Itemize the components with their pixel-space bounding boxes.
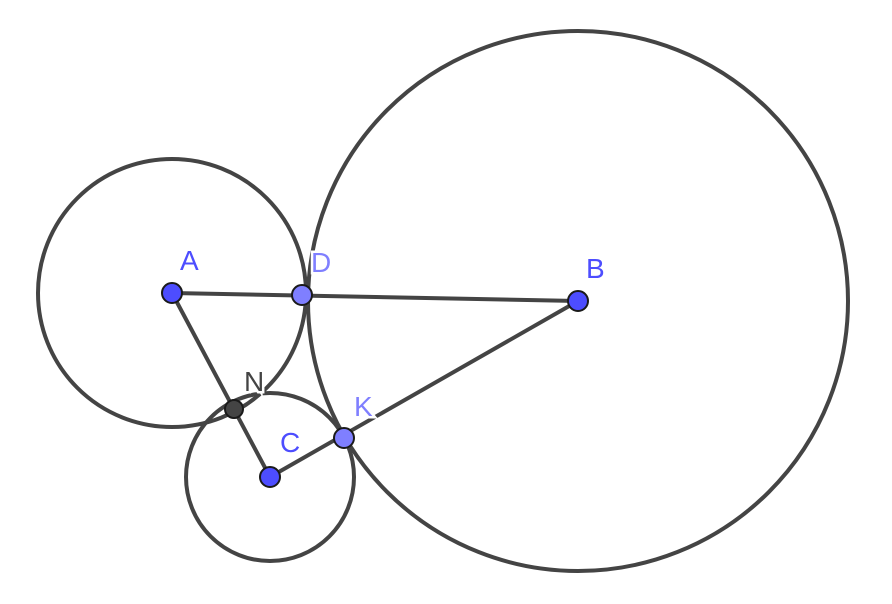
segment-ac bbox=[170, 292, 272, 478]
segment-cb bbox=[269, 299, 579, 479]
point-c[interactable] bbox=[259, 466, 281, 488]
circle-c bbox=[184, 391, 356, 563]
label-a: A bbox=[180, 245, 199, 276]
label-k: K bbox=[354, 391, 373, 422]
segment-ab bbox=[171, 291, 579, 303]
label-c: C bbox=[280, 427, 300, 458]
point-d[interactable] bbox=[291, 284, 313, 306]
label-d: D bbox=[311, 247, 331, 278]
point-b[interactable] bbox=[567, 290, 589, 312]
point-a[interactable] bbox=[161, 282, 183, 304]
label-b: B bbox=[586, 253, 605, 284]
label-n: N bbox=[244, 366, 264, 397]
point-n[interactable] bbox=[224, 399, 244, 419]
point-k[interactable] bbox=[333, 427, 355, 449]
